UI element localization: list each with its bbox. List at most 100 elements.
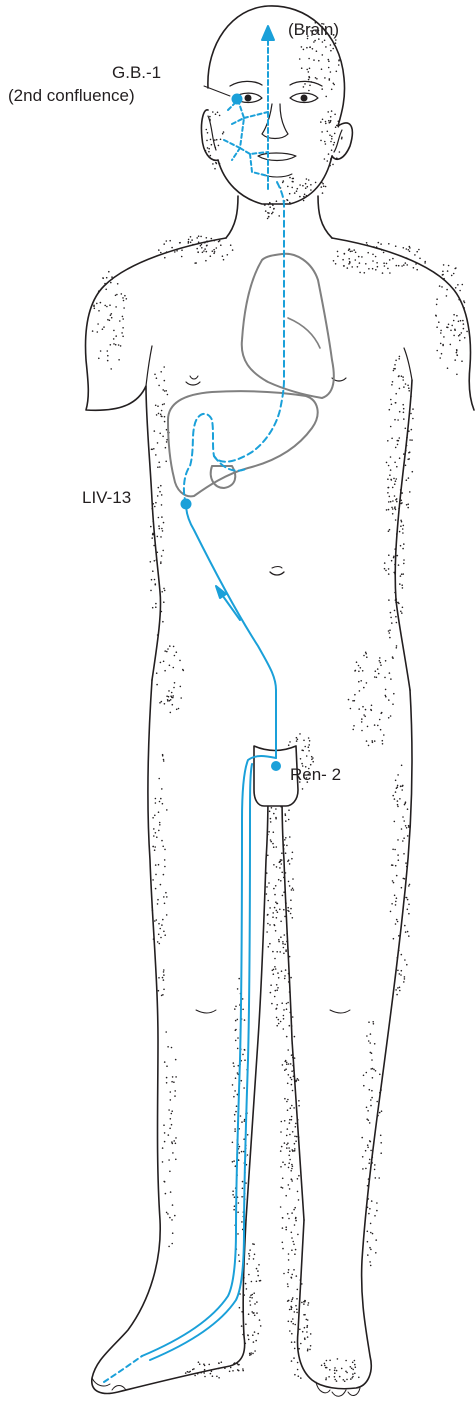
stipple-dot <box>358 256 360 258</box>
stipple-dot <box>339 151 341 153</box>
stipple-dot <box>352 729 354 731</box>
stipple-dot <box>408 249 410 251</box>
stipple-dot <box>273 831 275 833</box>
stipple-dot <box>407 909 409 911</box>
stipple-dot <box>275 901 277 903</box>
stipple-dot <box>292 1241 294 1243</box>
stipple-dot <box>154 849 156 851</box>
stipple-dot <box>244 1019 246 1021</box>
stipple-dot <box>300 1343 302 1345</box>
stipple-dot <box>107 319 109 321</box>
stipple-dot <box>396 645 398 647</box>
stipple-dot <box>287 907 289 909</box>
stipple-dot <box>222 133 224 135</box>
stipple-dot <box>258 1264 260 1266</box>
stipple-dot <box>174 1095 176 1097</box>
stipple-dot <box>379 719 381 721</box>
stipple-dot <box>162 919 164 921</box>
stipple-dot <box>244 1120 246 1122</box>
stipple-dot <box>388 573 390 575</box>
stipple-dot <box>270 992 272 994</box>
stipple-dot <box>289 1025 291 1027</box>
stipple-dot <box>166 240 168 242</box>
stipple-dot <box>169 645 171 647</box>
stipple-dot <box>210 255 212 257</box>
stipple-dot <box>351 1368 353 1370</box>
stipple-dot <box>440 343 442 345</box>
stipple-dot <box>382 743 384 745</box>
stipple-dot <box>162 389 164 391</box>
stipple-dot <box>412 408 414 410</box>
stipple-dot <box>327 160 329 162</box>
stipple-dot <box>168 1246 170 1248</box>
stipple-dot <box>400 575 402 577</box>
stipple-dot <box>290 1063 292 1065</box>
stipple-dot <box>280 1131 282 1133</box>
stipple-dot <box>185 1372 187 1374</box>
stipple-dot <box>292 1323 294 1325</box>
stipple-dot <box>161 555 163 557</box>
stipple-dot <box>397 987 399 989</box>
stipple-dot <box>394 419 396 421</box>
stipple-dot <box>392 795 394 797</box>
stipple-dot <box>220 244 222 246</box>
stipple-dot <box>341 137 343 139</box>
stipple-dot <box>388 717 390 719</box>
stipple-dot <box>282 943 284 945</box>
stipple-dot <box>289 885 291 887</box>
stipple-dot <box>453 335 455 337</box>
stipple-dot <box>289 1134 291 1136</box>
stipple-dot <box>375 1070 377 1072</box>
stipple-dot <box>396 622 398 624</box>
stipple-dot <box>288 1155 290 1157</box>
stipple-dot <box>352 1373 354 1375</box>
stipple-dot <box>374 1169 376 1171</box>
stipple-dot <box>297 1234 299 1236</box>
stipple-dot <box>296 740 298 742</box>
stipple-dot <box>248 1258 250 1260</box>
stipple-dot <box>401 789 403 791</box>
stipple-dot <box>383 252 385 254</box>
stipple-dot <box>458 321 460 323</box>
stipple-dot <box>370 1099 372 1101</box>
stipple-dot <box>321 131 323 133</box>
stipple-dot <box>102 277 104 279</box>
stipple-dot <box>366 1072 368 1074</box>
stipple-dot <box>329 134 331 136</box>
stipple-dot <box>392 258 394 260</box>
stipple-dot <box>389 496 391 498</box>
stipple-dot <box>272 916 274 918</box>
stipple-dot <box>157 941 159 943</box>
stipple-dot <box>372 268 374 270</box>
stipple-dot <box>157 495 159 497</box>
stipple-dot <box>164 257 166 259</box>
stipple-dot <box>464 337 466 339</box>
stipple-dot <box>167 1046 169 1048</box>
stipple-dot <box>448 324 450 326</box>
stipple-dot <box>172 1232 174 1234</box>
stipple-dot <box>271 1003 273 1005</box>
stipple-dot <box>343 1379 345 1381</box>
stipple-dot <box>206 245 208 247</box>
stipple-dot <box>351 250 353 252</box>
stipple-dot <box>126 298 128 300</box>
stipple-dot <box>385 570 387 572</box>
stipple-dot <box>152 607 154 609</box>
stipple-dot <box>164 903 166 905</box>
stipple-dot <box>331 149 333 151</box>
stipple-dot <box>306 1326 308 1328</box>
stipple-dot <box>362 670 364 672</box>
stipple-dot <box>251 1297 253 1299</box>
stipple-dot <box>358 665 360 667</box>
stipple-dot <box>271 213 273 215</box>
stipple-dot <box>384 677 386 679</box>
stipple-dot <box>163 661 165 663</box>
neck <box>226 196 238 238</box>
stipple-dot <box>266 886 268 888</box>
stipple-dot <box>309 46 311 48</box>
stipple-dot <box>164 590 166 592</box>
stipple-dot <box>285 837 287 839</box>
stipple-dot <box>409 251 411 253</box>
stipple-dot <box>346 1372 348 1374</box>
stipple-dot <box>287 861 289 863</box>
